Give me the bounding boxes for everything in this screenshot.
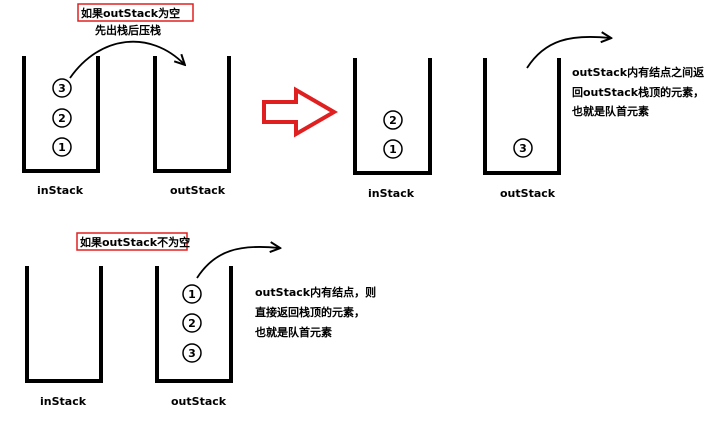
svg-text:3: 3 [58,82,66,95]
stack-item-1: 1 [52,137,72,157]
note-1-line-3: 也就是队首元素 [572,104,649,118]
in-stack-label-3: inStack [40,395,87,408]
stack-item-1-after: 1 [383,139,403,159]
svg-text:2: 2 [188,317,196,330]
svg-text:2: 2 [389,114,397,127]
condition-not-empty-text: 如果outStack不为空 [80,235,190,249]
action-text: 先出栈后压栈 [95,23,161,37]
svg-text:3: 3 [188,347,196,360]
stack-item-3-full: 3 [182,343,202,363]
in-stack-label-2: inStack [368,187,415,200]
out-stack-label-2: outStack [500,187,556,200]
stack-item-1-full: 1 [182,284,202,304]
svg-text:1: 1 [58,141,66,154]
return-arrow-2 [196,247,279,279]
note-2-line-3: 也就是队首元素 [255,325,332,339]
stack-item-3-after: 3 [513,138,533,158]
svg-text:3: 3 [519,142,527,155]
stack-item-2-full: 2 [182,313,202,333]
transition-arrow-icon [262,86,338,138]
svg-text:2: 2 [58,112,66,125]
in-stack-container-2 [353,58,432,175]
stack-item-2: 2 [52,108,72,128]
condition-not-empty-box [76,232,188,251]
stack-item-2-after: 2 [383,110,403,130]
note-1-line-2: 回outStack栈顶的元素， [572,85,704,99]
out-stack-container-2 [483,58,561,175]
stack-item-3: 3 [52,78,72,98]
move-arrow-1 [69,40,184,79]
out-stack-label-3: outStack [171,395,227,408]
return-arrow-1 [526,37,610,69]
out-stack-label-1: outStack [170,184,226,197]
svg-text:1: 1 [188,288,196,301]
note-2-line-1: outStack内有结点，则 [255,285,376,299]
in-stack-container-1 [22,56,100,173]
out-stack-container-3 [155,266,233,383]
note-1-line-1: outStack内有结点之间返 [572,65,704,79]
svg-text:1: 1 [389,143,397,156]
in-stack-label-1: inStack [37,184,84,197]
condition-empty-text: 如果outStack为空 [81,6,180,20]
note-2-line-2: 直接返回栈顶的元素， [255,305,365,319]
in-stack-container-3 [25,266,103,383]
out-stack-container-1 [153,56,231,173]
condition-empty-box [77,3,194,22]
